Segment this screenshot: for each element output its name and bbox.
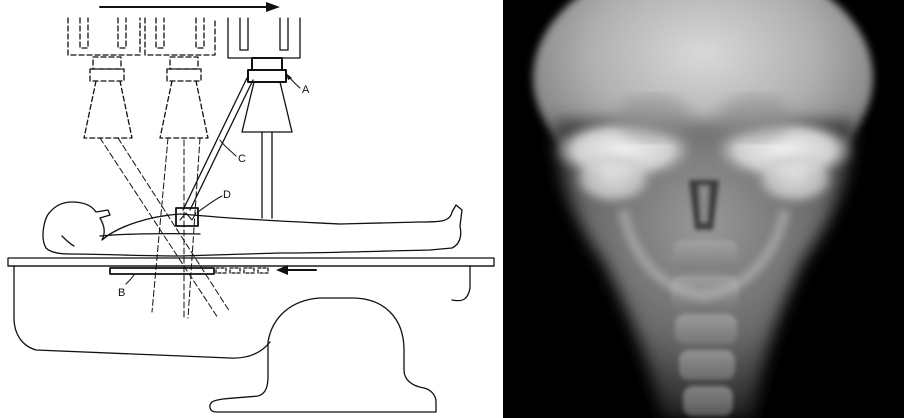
tube-motion-arrow (100, 2, 280, 12)
patient (43, 202, 462, 256)
table-body (14, 266, 470, 358)
table-pedestal (210, 298, 436, 412)
support-column (262, 132, 272, 218)
skull-radiograph (503, 0, 904, 418)
xray-tube (228, 18, 300, 132)
label-c: C (238, 153, 246, 165)
film-cassette (110, 268, 268, 274)
connecting-rod (183, 78, 253, 210)
label-b: B (118, 287, 125, 299)
ghost-tube-left (68, 18, 140, 138)
ghost-tube-middle (145, 18, 215, 138)
label-a: A (302, 84, 310, 96)
table-top (8, 258, 494, 266)
label-leaders (126, 73, 300, 284)
label-d: D (223, 189, 231, 201)
tomography-diagram: A C D B (0, 0, 500, 418)
